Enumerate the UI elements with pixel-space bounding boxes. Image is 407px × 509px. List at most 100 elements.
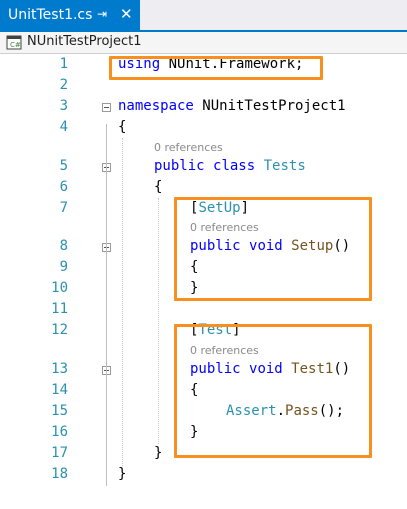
code-token: } [190,280,199,296]
references-codelens[interactable]: 0 references [190,221,259,234]
code-text: public void Setup() [190,238,350,254]
code-line[interactable]: 6{ [0,178,407,198]
code-token: } [190,424,199,440]
outline-line [106,366,107,444]
references-codelens[interactable]: 0 references [190,344,259,357]
code-line[interactable]: 7 [SetUp] [0,199,407,219]
code-text: } [190,280,198,296]
code-token: Pass [285,403,319,419]
tab-unittest1[interactable]: UnitTest1.cs ⇥ ✕ [0,0,140,32]
line-number: 10 [51,280,68,296]
line-number: 15 [51,403,68,419]
pin-icon[interactable]: ⇥ [97,7,108,21]
code-token: NUnitTestProject1 [193,98,346,114]
code-token: NUnit.Framework; [160,56,304,72]
close-icon[interactable]: ✕ [120,5,133,23]
code-text: { [154,179,162,195]
code-token: public [190,361,241,377]
svg-text:C#: C# [10,41,21,49]
line-number: 3 [59,98,68,114]
code-text: { [190,259,198,275]
code-token: . [276,403,286,419]
line-number: 5 [59,158,68,174]
code-line[interactable]: 17} [0,444,407,464]
code-token: public [190,238,241,254]
highlight-test [174,324,372,458]
code-line[interactable]: 15 Assert.Pass(); [0,402,407,422]
tab-strip: UnitTest1.cs ⇥ ✕ [0,0,407,32]
project-dropdown[interactable]: NUnitTestProject1 [27,34,142,49]
code-token: public [154,158,205,174]
line-number: 11 [51,301,68,317]
line-number: 6 [59,179,68,195]
code-line[interactable]: 14{ [0,381,407,401]
indent-guide [158,198,159,444]
code-token: { [190,382,199,398]
code-token: class [213,158,256,174]
code-line[interactable]: 3 namespace NUnitTestProject1 [0,97,407,117]
code-token: Tests [263,158,306,174]
code-text: } [118,466,126,482]
line-number: 16 [51,424,68,440]
code-token: (); [318,403,345,419]
code-line[interactable]: 11 [0,300,407,320]
code-text: } [154,445,162,461]
code-text: { [118,119,126,135]
code-line[interactable]: 9{ [0,258,407,278]
code-token: } [154,445,163,461]
code-token: [ [190,200,199,216]
outline-line [106,244,107,290]
outline-line [106,184,107,466]
code-line[interactable]: 10} [0,279,407,299]
references-codelens[interactable]: 0 references [154,141,223,154]
code-line[interactable]: 4{ [0,118,407,138]
code-token: [ [190,322,199,338]
code-token: () [333,238,351,254]
tab-title: UnitTest1.cs [8,7,93,23]
code-token: { [118,119,127,135]
line-number: 17 [51,445,68,461]
code-token: Assert [226,403,277,419]
line-number: 2 [59,77,68,93]
code-token: } [118,466,127,482]
code-token: () [333,361,351,377]
code-text: public void Test1() [190,361,350,377]
code-line[interactable]: 18} [0,465,407,485]
line-number: 18 [51,466,68,482]
code-token: ] [240,200,250,216]
code-line[interactable]: 1 using NUnit.Framework; [0,55,407,75]
code-token: Test1 [291,361,334,377]
navigation-bar: C# NUnitTestProject1 [0,32,407,54]
line-number: 13 [51,361,68,377]
highlight-using [109,56,323,80]
code-line[interactable]: 2 [0,76,407,96]
code-text: Assert.Pass(); [226,403,344,419]
code-token: SetUp [198,200,241,216]
code-editor[interactable]: 1 using NUnit.Framework; 2 3 namespace NUnit… [0,54,407,509]
line-number: 7 [59,200,68,216]
code-token: using [118,56,161,72]
code-token: { [154,179,163,195]
line-number: 12 [51,322,68,338]
code-text: } [190,424,198,440]
indent-guide [122,138,123,468]
code-token: Setup [291,238,334,254]
code-text: { [190,382,198,398]
line-number: 9 [59,259,68,275]
code-token: void [249,238,283,254]
collapse-icon[interactable] [102,103,111,112]
line-number: 4 [59,119,68,135]
tab-underline [0,30,407,32]
code-text: using NUnit.Framework; [118,56,303,72]
code-token [255,158,263,174]
code-token [205,158,213,174]
line-number: 1 [59,56,68,72]
code-token: void [249,361,283,377]
code-token: ] [232,322,241,338]
code-line[interactable]: 16} [0,423,407,443]
highlight-setup [174,197,372,301]
code-line[interactable]: 5 public class Tests [0,157,407,177]
code-token: { [190,259,199,275]
code-token: namespace [118,98,194,114]
